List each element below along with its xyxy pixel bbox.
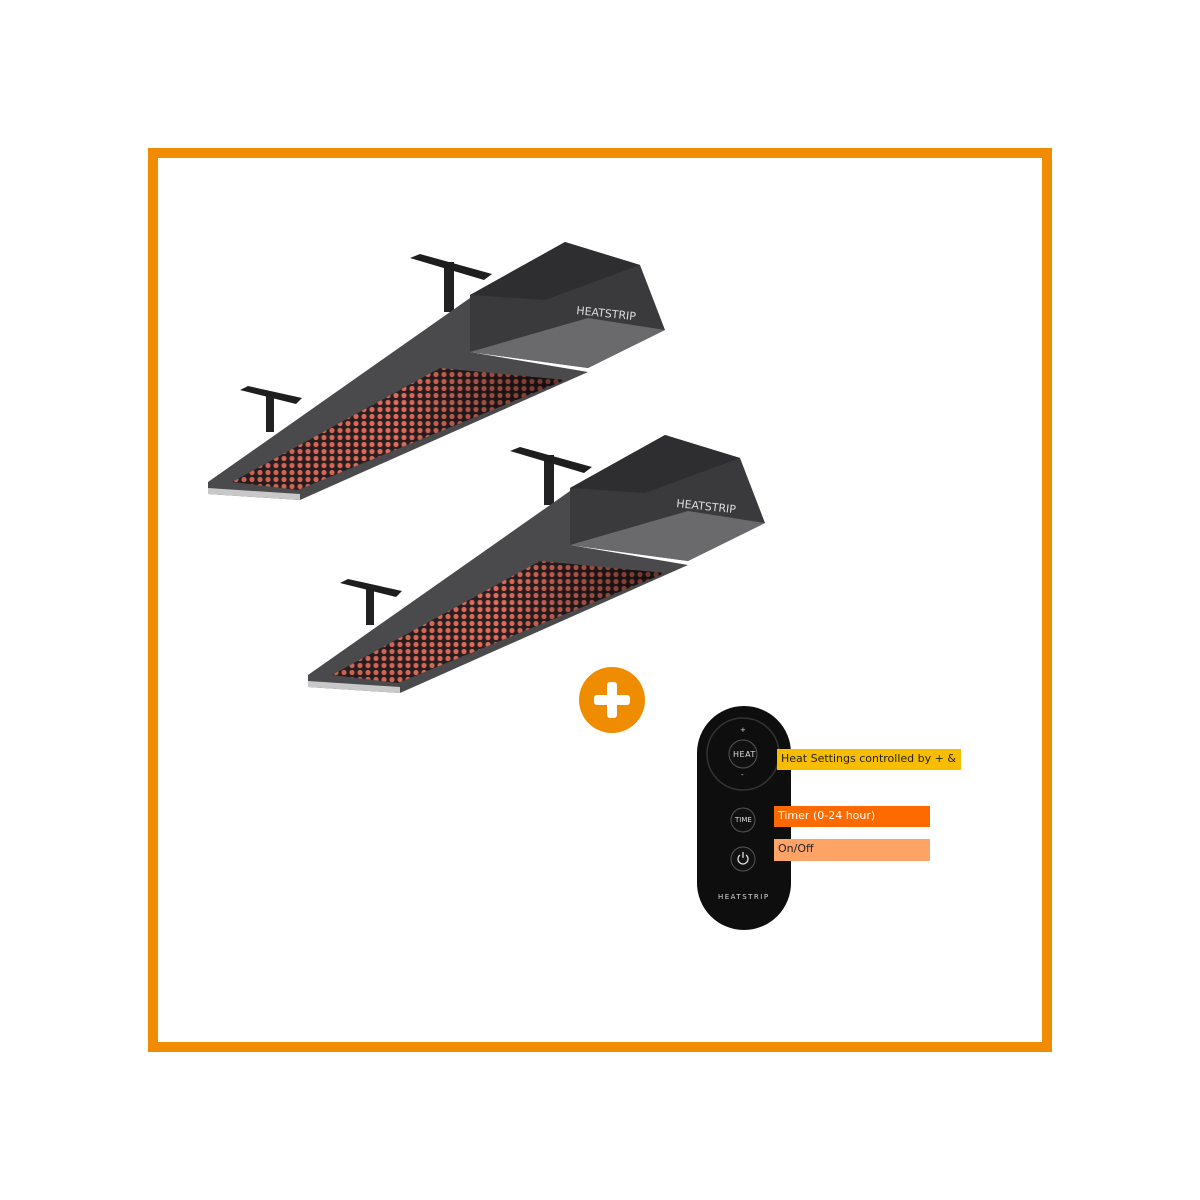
plus-icon (579, 667, 645, 733)
minus-button-label: - (741, 771, 746, 779)
heater-brand-logo: HEATSTRIP (576, 304, 637, 323)
heater-unit-2: HEATSTRIP (308, 435, 765, 693)
timer-label: Timer (0-24 hour) (774, 806, 930, 827)
heat-button-label: HEAT (733, 750, 756, 759)
time-button (730, 807, 756, 833)
power-icon (737, 852, 749, 865)
power-button (730, 846, 756, 872)
orange-frame (148, 148, 1052, 1052)
remote-brand-logo: HEATSTRIP (718, 893, 770, 901)
heater-brand-logo: HEATSTRIP (676, 497, 737, 516)
plus-button-label: + (740, 726, 748, 734)
on-off-label: On/Off (774, 839, 930, 861)
heat-settings-label: Heat Settings controlled by + & - (777, 749, 961, 779)
ceiling-mount-bracket (340, 447, 592, 625)
ceiling-mount-bracket (240, 254, 492, 432)
time-button-label: TIME (735, 816, 752, 824)
heat-button (728, 739, 758, 769)
heater-unit-1: HEATSTRIP (208, 242, 665, 500)
